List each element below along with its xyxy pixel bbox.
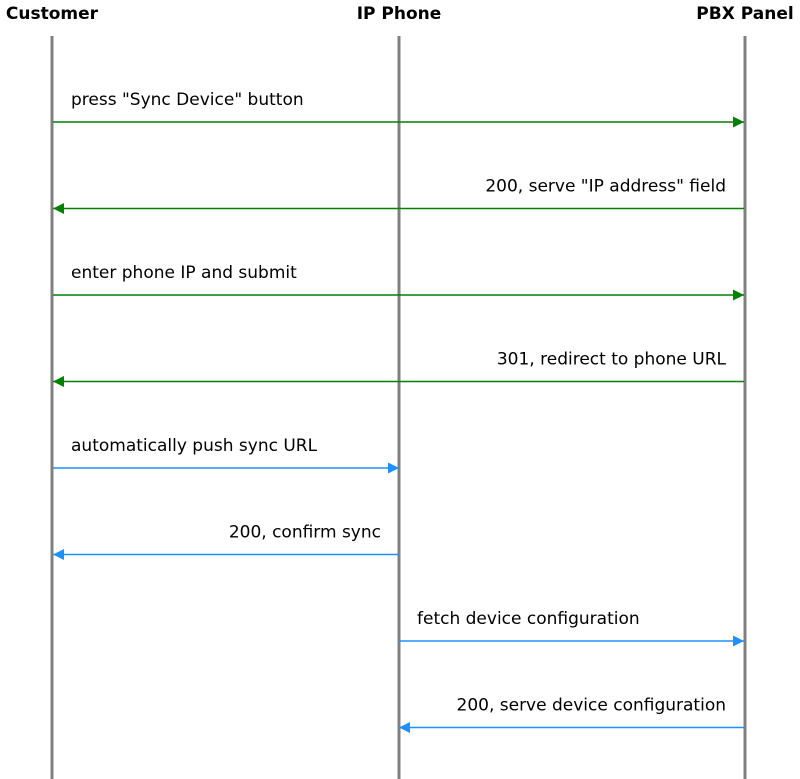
- message-label: automatically push sync URL: [71, 436, 318, 456]
- participant-customer-label: Customer: [6, 4, 99, 24]
- participant-pbx-panel-label: PBX Panel: [696, 4, 793, 24]
- message-label: enter phone IP and submit: [71, 263, 297, 283]
- message-label: 301, redirect to phone URL: [497, 350, 727, 370]
- message-label: 200, confirm sync: [229, 523, 381, 543]
- message-label: 200, serve "IP address" field: [485, 177, 726, 197]
- message-label: fetch device configuration: [417, 609, 640, 629]
- message-group: press "Sync Device" button 200, serve "IP…: [53, 90, 744, 733]
- participant-ip-phone-label: IP Phone: [357, 4, 442, 24]
- message-label: press "Sync Device" button: [71, 90, 304, 110]
- message-label: 200, serve device configuration: [457, 696, 727, 716]
